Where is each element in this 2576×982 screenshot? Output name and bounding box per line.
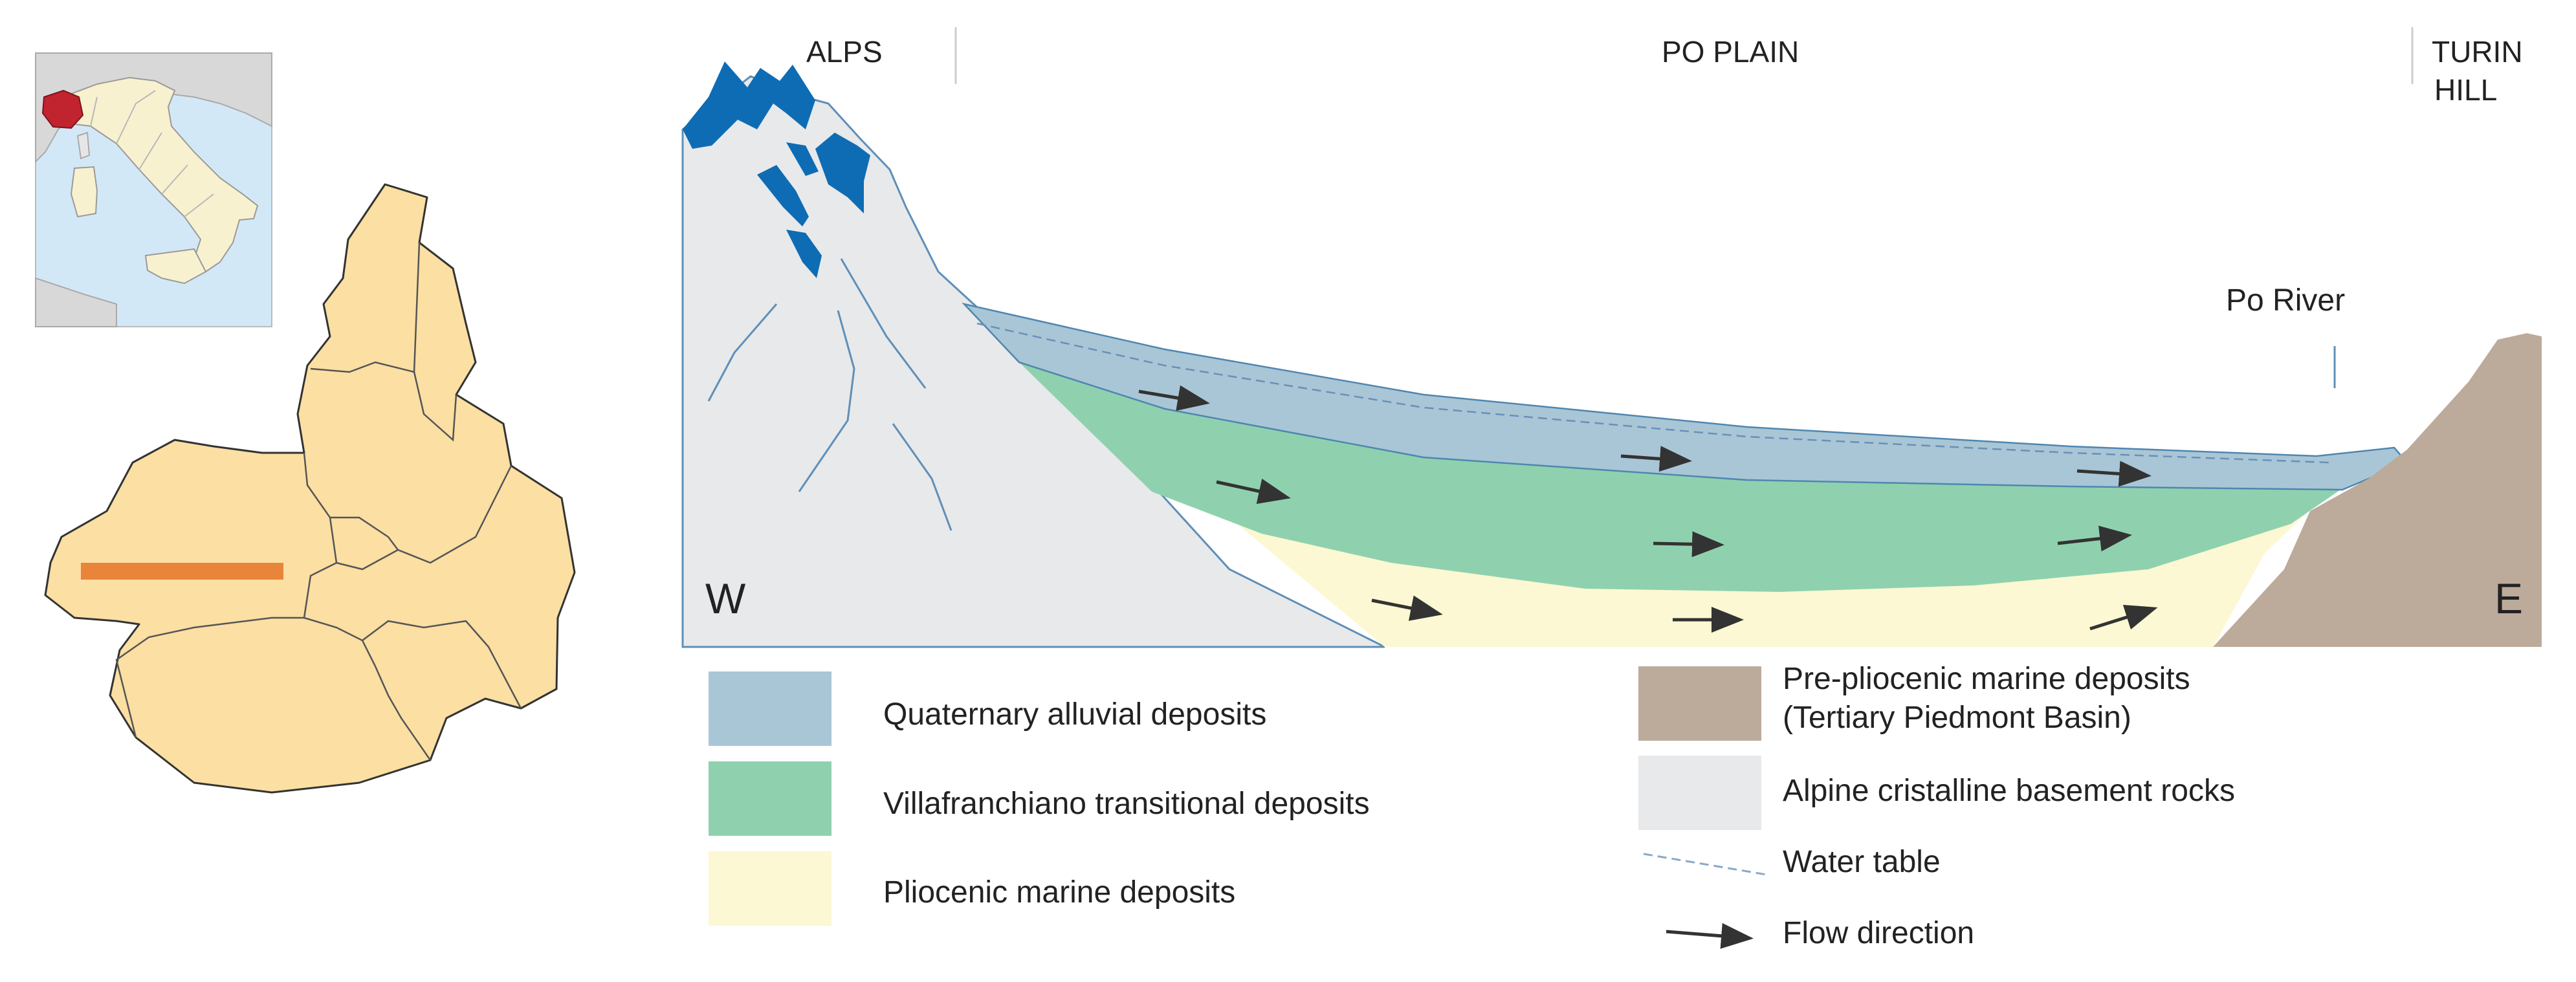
legend-swatch-quaternary [709, 671, 831, 746]
west-label: W [705, 574, 746, 622]
legend: Quaternary alluvial deposits Villafranch… [709, 662, 2235, 950]
legend-label-alpine: Alpine cristalline basement rocks [1783, 774, 2235, 808]
flow-arrows [1138, 385, 2158, 633]
legend-label-villafranchiano: Villafranchiano transitional deposits [883, 787, 1370, 821]
legend-swatch-alpine [1638, 756, 1761, 830]
east-label: E [2494, 574, 2523, 622]
legend-label-pliocenic: Pliocenic marine deposits [883, 875, 1235, 910]
italy-inset-map [35, 52, 272, 327]
legend-label-flow: Flow direction [1783, 916, 1974, 950]
glaciers [683, 61, 870, 278]
piedmont-highlight [41, 89, 84, 129]
piedmont-region-map [44, 183, 576, 794]
legend-swatch-water-table [1643, 853, 1767, 876]
water-table [976, 322, 2330, 464]
legend-swatch-pre-pliocenic [1638, 666, 1761, 741]
legend-label-pre-pliocenic-1: Pre-pliocenic marine deposits [1783, 662, 2190, 696]
header-turin-hill-2: HILL [2434, 73, 2497, 107]
header-po-plain: PO PLAIN [1662, 35, 1799, 69]
legend-swatch-villafranchiano [709, 761, 831, 836]
legend-label-water-table: Water table [1783, 845, 1941, 879]
header-turin-hill-1: TURIN [2432, 35, 2523, 69]
legend-label-pre-pliocenic-2: (Tertiary Piedmont Basin) [1783, 701, 2131, 735]
legend-swatch-flow [1666, 922, 1754, 949]
villafranchiano-layer [1019, 362, 2342, 592]
legend-label-quaternary: Quaternary alluvial deposits [883, 697, 1266, 732]
cross-section [681, 61, 2542, 648]
legend-swatch-pliocenic [709, 851, 831, 926]
po-river-label: Po River [2226, 283, 2345, 318]
pre-pliocenic-layer [2213, 333, 2542, 647]
header-alps: ALPS [806, 35, 883, 69]
